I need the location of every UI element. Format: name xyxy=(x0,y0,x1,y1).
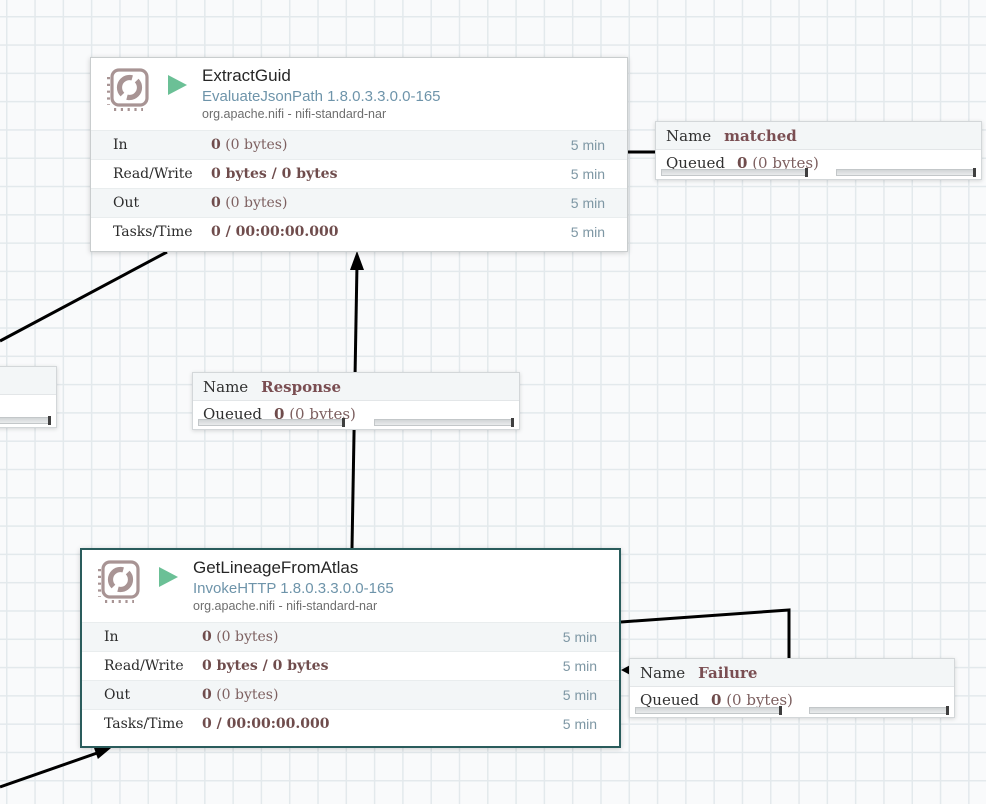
stat-row-out: Out 0 (0 bytes) 5 min xyxy=(91,188,627,217)
connection-name-row: Name Response xyxy=(193,373,519,401)
queue-size-bar xyxy=(374,418,514,427)
connection-queued-value: 0 (0 bytes) xyxy=(710,691,793,709)
connection-label-partial[interactable] xyxy=(0,366,57,428)
stat-row-out: Out 0 (0 bytes) 5 min xyxy=(82,680,619,709)
incoming-connection-line-2[interactable] xyxy=(0,750,101,789)
processor-header: GetLineageFromAtlas InvokeHTTP 1.8.0.3.3… xyxy=(82,550,619,622)
stat-time: 5 min xyxy=(562,716,597,732)
processor-name: GetLineageFromAtlas xyxy=(193,558,359,577)
queue-count-bar xyxy=(635,706,782,715)
connection-name-label: Name xyxy=(640,663,686,682)
processor-type: InvokeHTTP 1.8.0.3.3.0.0-165 xyxy=(193,580,394,597)
connection-name-value: matched xyxy=(724,126,797,145)
stat-label: In xyxy=(104,629,119,645)
stat-value: 0 / 00:00:00.000 xyxy=(211,224,339,240)
stat-value: 0 bytes / 0 bytes xyxy=(202,658,329,674)
connection-name-row: Name matched xyxy=(656,122,981,150)
processor-type: EvaluateJsonPath 1.8.0.3.3.0.0-165 xyxy=(202,88,441,105)
connection-name-value: Failure xyxy=(698,663,758,682)
connection-queued-row: Queued 0 (0 bytes) xyxy=(656,150,981,172)
stat-time: 5 min xyxy=(570,166,605,182)
connection-name-label: Name xyxy=(666,126,712,145)
stat-value: 0 (0 bytes) xyxy=(202,687,279,703)
processor-titles: GetLineageFromAtlas InvokeHTTP 1.8.0.3.3… xyxy=(193,557,394,615)
processor-bundle: org.apache.nifi - nifi-standard-nar xyxy=(193,599,378,613)
stat-value: 0 (0 bytes) xyxy=(211,137,288,153)
queue-size-bar xyxy=(809,706,949,715)
connection-name-label: Name xyxy=(203,377,249,396)
connection-queued-row xyxy=(0,395,56,399)
queue-count-bar xyxy=(661,168,808,177)
stat-row-tasks: Tasks/Time 0 / 00:00:00.000 5 min xyxy=(91,217,627,246)
stat-label: Tasks/Time xyxy=(104,716,184,732)
running-status-icon xyxy=(168,75,187,95)
processor-stamp-icon xyxy=(98,560,140,603)
stat-label: Read/Write xyxy=(113,166,193,182)
stat-row-in: In 0 (0 bytes) 5 min xyxy=(91,130,627,159)
stat-time: 5 min xyxy=(562,658,597,674)
stat-value: 0 bytes / 0 bytes xyxy=(211,166,338,182)
connection-name-row xyxy=(0,367,56,395)
connection-label-response[interactable]: Name Response Queued 0 (0 bytes) xyxy=(192,372,520,430)
processor-bundle: org.apache.nifi - nifi-standard-nar xyxy=(202,107,387,121)
stat-row-in: In 0 (0 bytes) 5 min xyxy=(82,622,619,651)
stat-label: Read/Write xyxy=(104,658,184,674)
connection-queued-value: 0 (0 bytes) xyxy=(736,154,819,172)
incoming-arrowhead-icon xyxy=(93,747,111,759)
stat-row-tasks: Tasks/Time 0 / 00:00:00.000 5 min xyxy=(82,709,619,738)
connection-queued-label: Queued xyxy=(640,691,699,709)
queue-size-bar xyxy=(0,416,51,425)
connection-queued-row: Queued 0 (0 bytes) xyxy=(193,401,519,423)
failure-loop-line[interactable] xyxy=(620,608,791,660)
connection-queued-label: Queued xyxy=(666,154,725,172)
stat-value: 0 (0 bytes) xyxy=(202,629,279,645)
queue-count-bar xyxy=(198,418,345,427)
connection-label-matched[interactable]: Name matched Queued 0 (0 bytes) xyxy=(655,121,982,180)
processor-name: ExtractGuid xyxy=(202,66,291,85)
connection-queued-value: 0 (0 bytes) xyxy=(273,405,356,423)
stat-value: 0 / 00:00:00.000 xyxy=(202,716,330,732)
stat-row-readwrite: Read/Write 0 bytes / 0 bytes 5 min xyxy=(82,651,619,680)
processor-titles: ExtractGuid EvaluateJsonPath 1.8.0.3.3.0… xyxy=(202,65,441,123)
queue-size-bar xyxy=(836,168,976,177)
connection-queued-label: Queued xyxy=(203,405,262,423)
stat-time: 5 min xyxy=(562,687,597,703)
stat-label: In xyxy=(113,137,128,153)
stat-time: 5 min xyxy=(562,629,597,645)
stat-time: 5 min xyxy=(570,195,605,211)
response-arrowhead-icon xyxy=(350,251,364,270)
stat-time: 5 min xyxy=(570,224,605,240)
stat-label: Tasks/Time xyxy=(113,224,193,240)
stat-time: 5 min xyxy=(570,137,605,153)
stat-row-readwrite: Read/Write 0 bytes / 0 bytes 5 min xyxy=(91,159,627,188)
stat-label: Out xyxy=(104,687,131,703)
stat-value: 0 (0 bytes) xyxy=(211,195,288,211)
processor-stamp-icon xyxy=(107,68,149,111)
connection-label-failure[interactable]: Name Failure Queued 0 (0 bytes) xyxy=(629,658,955,718)
processor-header: ExtractGuid EvaluateJsonPath 1.8.0.3.3.0… xyxy=(91,58,627,130)
processor-getlineagefromatlas[interactable]: GetLineageFromAtlas InvokeHTTP 1.8.0.3.3… xyxy=(80,548,621,748)
stat-label: Out xyxy=(113,195,140,211)
incoming-connection-line[interactable] xyxy=(0,250,168,343)
running-status-icon xyxy=(159,567,178,587)
connection-queued-row: Queued 0 (0 bytes) xyxy=(630,687,954,709)
connection-name-row: Name Failure xyxy=(630,659,954,687)
connection-name-value: Response xyxy=(261,377,342,396)
processor-extractguid[interactable]: ExtractGuid EvaluateJsonPath 1.8.0.3.3.0… xyxy=(90,57,628,252)
